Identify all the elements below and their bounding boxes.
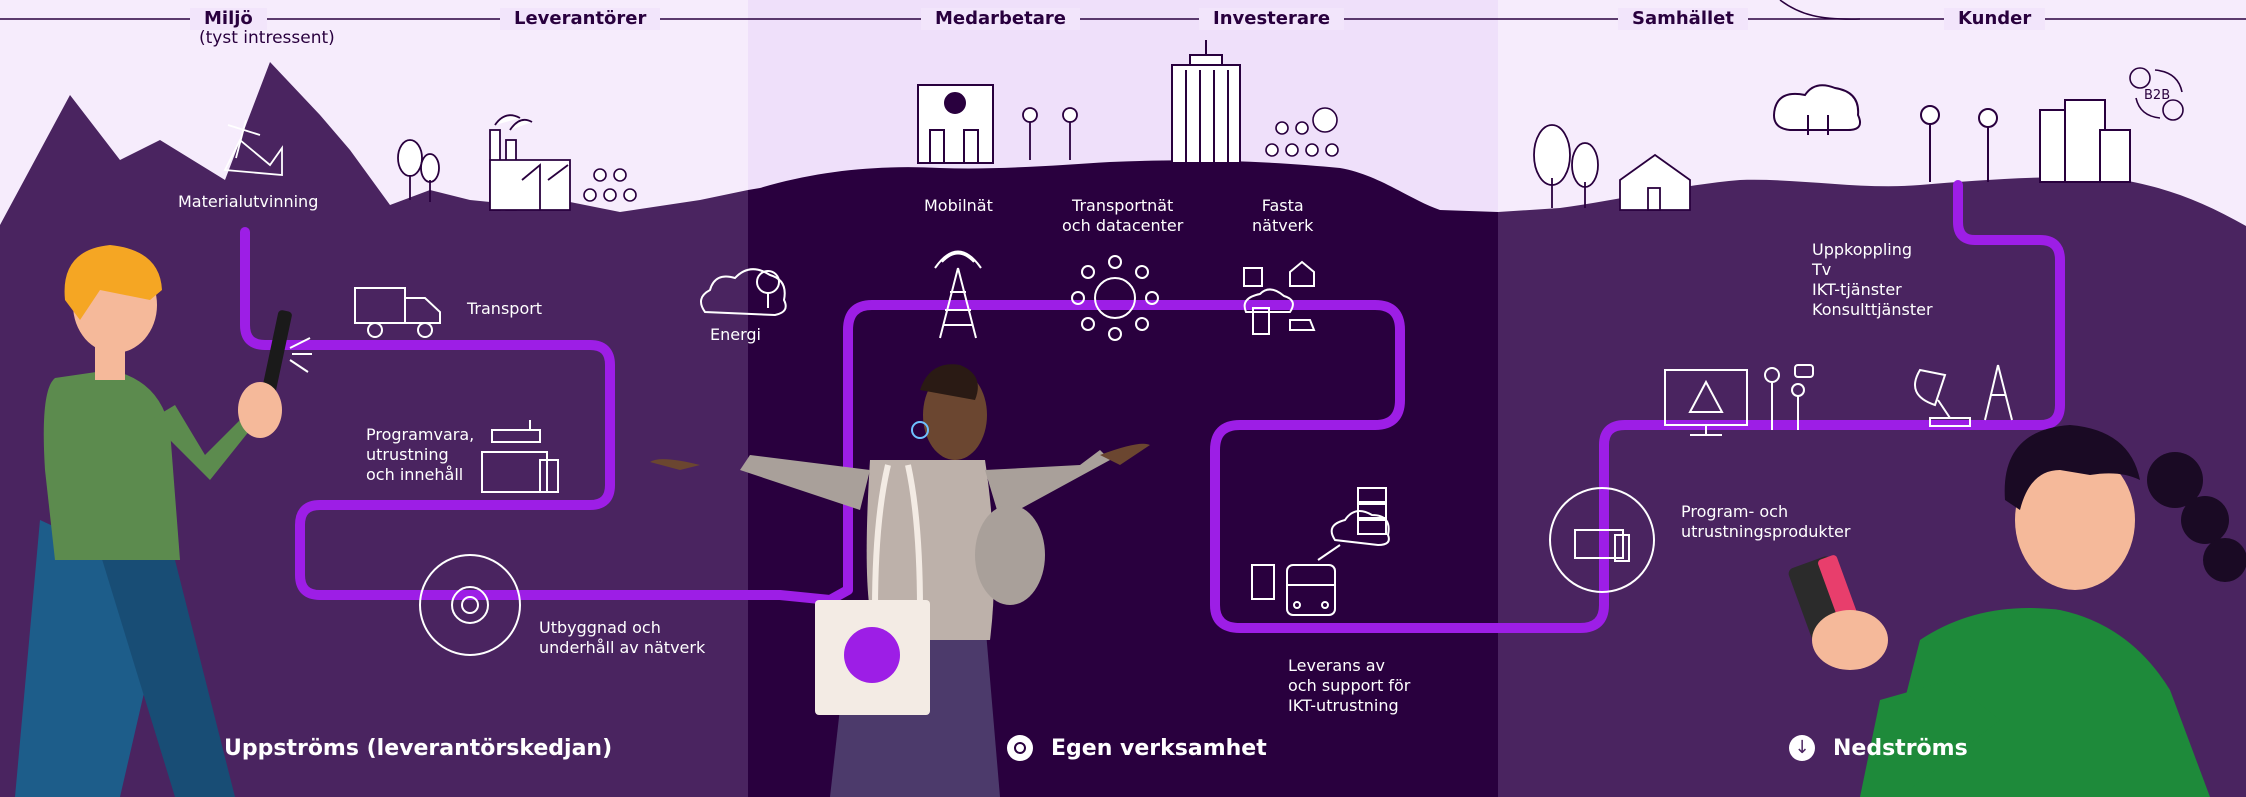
people-group-icon — [583, 168, 637, 202]
stakeholder-samhallet: Samhället — [1618, 8, 1748, 30]
customer-person-illustration — [1788, 425, 2246, 797]
stakeholder-kunder: Kunder — [1944, 8, 2046, 30]
mobile-tower-icon — [934, 250, 982, 339]
employee-person-illustration — [650, 364, 1150, 797]
b2b-icon — [2129, 67, 2184, 121]
signal-icon — [289, 337, 312, 373]
employees-icon — [1022, 107, 1078, 160]
section-upstream: Uppströms (leverantörskedjan) — [224, 736, 613, 761]
worker-person-illustration — [15, 245, 292, 797]
arrow-down-icon: ↓ — [1789, 735, 1815, 761]
section-own: Egen verksamhet — [1051, 736, 1267, 761]
telia-store-icon — [917, 84, 994, 164]
trees-house-icon — [1533, 124, 1691, 211]
label-utbyggnad: Utbyggnad och underhåll av nätverk — [539, 618, 706, 657]
truck-icon — [354, 287, 441, 338]
label-energi: Energi — [710, 325, 761, 344]
label-transportnat: Transportnät och datacenter — [1062, 196, 1184, 235]
label-program-produkter: Program- och utrustningsprodukter — [1681, 502, 1851, 541]
customers-icon — [1920, 99, 2131, 183]
factory-icon — [489, 114, 571, 211]
skyscraper-icon — [1171, 40, 1241, 164]
network-hub-icon — [1071, 255, 1159, 341]
support-people-icon — [1764, 364, 1814, 430]
section-downstream: Nedströms — [1833, 736, 1968, 761]
fixed-network-icon — [1243, 260, 1316, 335]
mining-icon — [223, 119, 283, 176]
stakeholder-miljo: Miljö — [190, 8, 267, 30]
label-leverans: Leverans av och support för IKT-utrustni… — [1288, 656, 1411, 715]
label-b2b: B2B — [2144, 88, 2171, 103]
energy-cloud-icon — [700, 268, 787, 317]
miljo-note: (tyst intressent) — [199, 28, 335, 48]
product-cycle-icon — [1549, 487, 1655, 593]
investors-icon — [1265, 107, 1339, 157]
label-programvara: Programvara, utrustning och innehåll — [366, 425, 475, 484]
stakeholder-leverantorer: Leverantörer — [500, 8, 661, 30]
alert-screen-icon — [1664, 369, 1748, 436]
satellite-dish-icon — [1914, 364, 2013, 427]
label-uppkoppling: Uppkoppling Tv IKT-tjänster Konsulttjäns… — [1812, 240, 1933, 319]
own-operations-icon — [1007, 735, 1033, 761]
bus-icon — [1251, 564, 1336, 616]
equipment-icon — [481, 420, 559, 493]
value-flow-path — [240, 180, 2065, 633]
datacenter-cloud-icon — [1317, 487, 1390, 561]
label-transport: Transport — [467, 299, 543, 318]
trees-icon — [397, 139, 440, 202]
stakeholder-medarbetare: Medarbetare — [921, 8, 1080, 30]
label-materialutvinning: Materialutvinning — [178, 192, 319, 211]
label-fasta-natverk: Fasta nätverk — [1252, 196, 1314, 235]
label-mobilnat: Mobilnät — [924, 196, 993, 215]
cloud-transfer-icon — [1773, 84, 1861, 135]
maintenance-cycle-icon — [419, 554, 521, 656]
stakeholder-investerare: Investerare — [1199, 8, 1345, 30]
